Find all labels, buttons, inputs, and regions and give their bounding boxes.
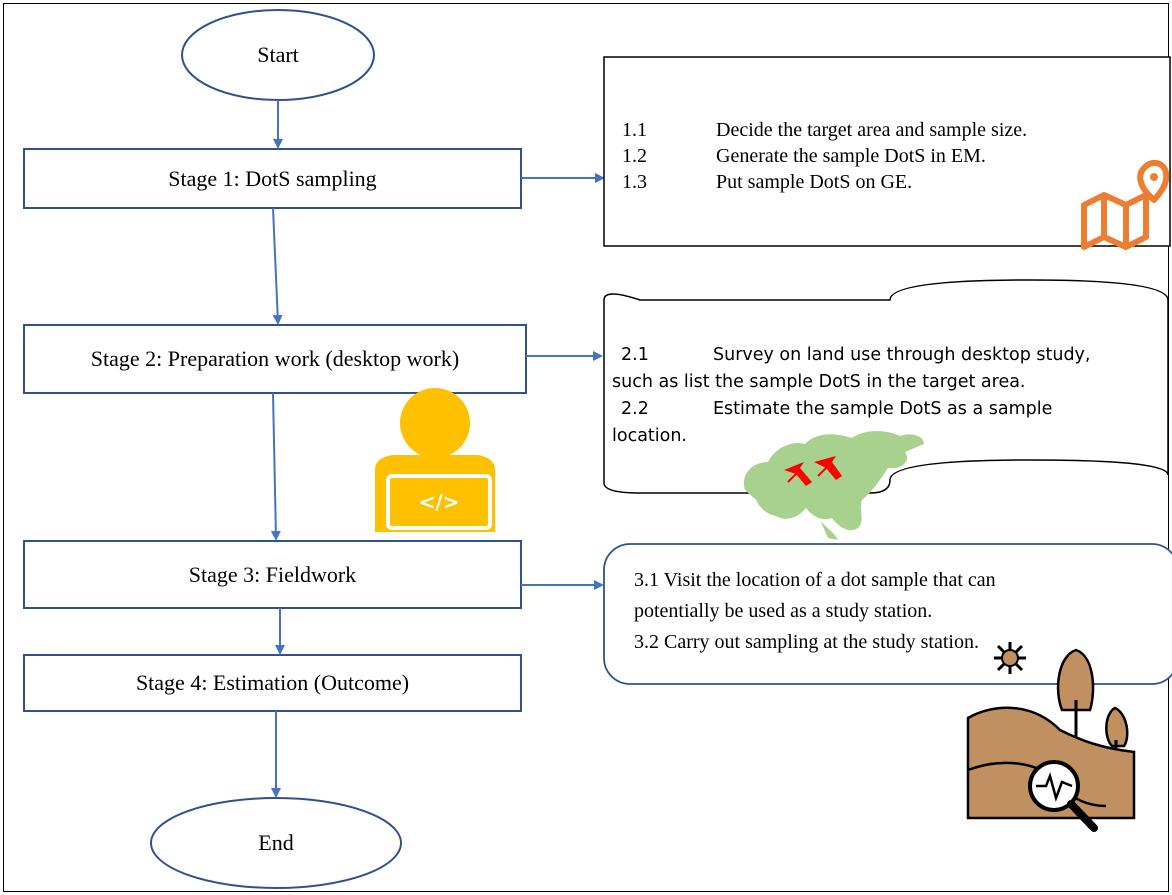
stage2-note-line: location. — [612, 426, 687, 446]
item-number: 2.1 — [621, 345, 649, 365]
item-number: 1.3 — [622, 171, 647, 193]
stage3-note-line: potentially be used as a study station. — [634, 600, 933, 622]
stage3-box — [23, 540, 522, 609]
stage1-note-item: 1.3 Put sample DotS on GE. — [622, 171, 912, 194]
asia-map-pushpins-icon — [743, 431, 924, 540]
connector-stage2-stage3 — [270, 392, 281, 541]
item-number: 1.1 — [622, 119, 647, 141]
stage3-note-line: 3.1 Visit the location of a dot sample t… — [634, 569, 996, 591]
developer-laptop-icon: </> — [375, 388, 495, 532]
stage2-note-line: 2.1 Survey on land use through desktop st… — [621, 345, 1090, 365]
stage1-label: Stage 1: DotS sampling — [168, 165, 377, 191]
stage2-note-line: such as list the sample DotS in the targ… — [612, 372, 1026, 392]
stage2-box — [23, 324, 527, 394]
stage2-note-scroll — [603, 279, 1169, 494]
stage1-note-item: 1.2 Generate the sample DotS in EM. — [622, 145, 986, 168]
item-number: 2.2 — [621, 399, 649, 419]
stage4-label: Stage 4: Estimation (Outcome) — [135, 670, 410, 695]
start-label: Start — [257, 42, 299, 67]
svg-text:</>: </> — [419, 490, 460, 514]
stage2-label: Stage 2: Preparation work (desktop work) — [90, 346, 460, 371]
stage1-box — [23, 148, 522, 209]
stage1-note-item: 1.1 Decide the target area and sample siz… — [622, 119, 1027, 142]
end-node — [150, 797, 402, 889]
item-number: 1.2 — [622, 145, 647, 167]
folded-map-pin-icon — [1081, 159, 1170, 250]
stage2-note-line: 2.2 Estimate the sample DotS as a sample — [621, 399, 1052, 419]
stage4-box — [23, 654, 522, 712]
item-text: Survey on land use through desktop study… — [713, 345, 1091, 365]
field-sampling-landscape-icon — [966, 642, 1136, 832]
stage3-label: Stage 3: Fieldwork — [188, 561, 357, 587]
item-text: Estimate the sample DotS as a sample — [713, 399, 1053, 419]
item-text: Decide the target area and sample size. — [716, 119, 1028, 141]
stage1-note-box — [603, 56, 1171, 247]
stage3-note-line: 3.2 Carry out sampling at the study stat… — [634, 631, 979, 653]
stage3-note-box — [603, 543, 1172, 685]
item-text: Generate the sample DotS in EM. — [716, 145, 986, 167]
connector-stage1-stage2 — [272, 207, 283, 325]
end-label: End — [258, 830, 294, 855]
item-text: Put sample DotS on GE. — [716, 171, 913, 193]
